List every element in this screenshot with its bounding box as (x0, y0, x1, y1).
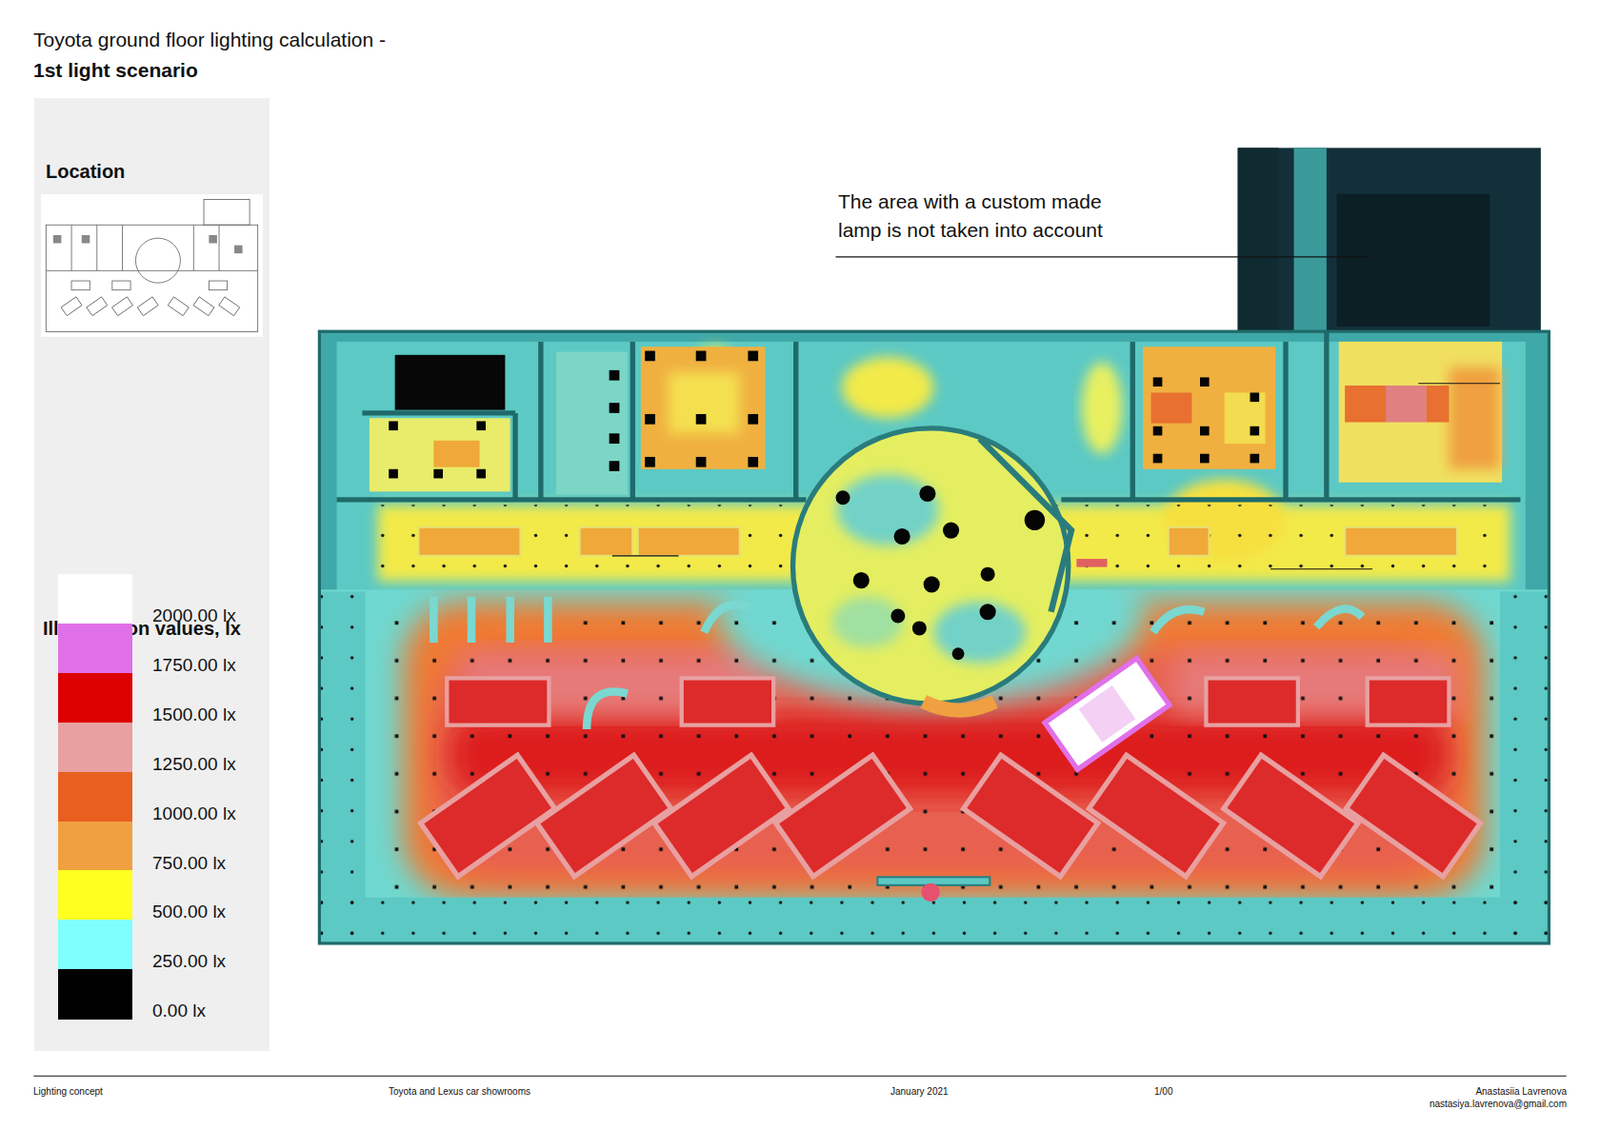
legend-swatch (58, 623, 133, 675)
legend-text: 500.00 lx (152, 901, 226, 923)
legend-text: 1000.00 lx (152, 803, 237, 825)
legend-swatch (58, 722, 133, 774)
legend-text: 750.00 lx (152, 853, 226, 875)
footer-text: January 2021 (890, 1086, 949, 1098)
location-thumbnail (40, 194, 263, 338)
footer-text: Lighting concept (33, 1086, 103, 1098)
legend-swatch (58, 673, 133, 724)
legend-swatch (58, 969, 133, 1020)
legend-text: 0.00 lx (152, 1000, 206, 1022)
legend-swatch (58, 821, 133, 873)
legend-swatch (58, 870, 133, 921)
legend-swatch (58, 920, 133, 971)
footer-text: 1/00 (1154, 1086, 1173, 1098)
legend-text: 250.00 lx (152, 951, 226, 973)
panel-heading: Location (45, 160, 125, 183)
footer-author: Anastasiia Lavrenova (1475, 1086, 1567, 1098)
title: Toyota ground floor lighting calculation… (33, 28, 386, 52)
legend-text: 1750.00 lx (152, 655, 237, 677)
footer-email: nastasiya.lavrenova@gmail.com (1429, 1099, 1567, 1110)
legend-swatch (58, 574, 133, 625)
callout-note: The area with a custom made lamp is not … (838, 187, 1124, 245)
legend-text: 1250.00 lx (152, 754, 237, 776)
subtitle: 1st light scenario (33, 59, 199, 82)
legend-text: 1500.00 lx (152, 704, 237, 726)
legend-swatch (58, 772, 133, 823)
footer-text: Toyota and Lexus car showrooms (388, 1086, 531, 1098)
legend-text: 2000.00 lx (152, 605, 237, 627)
